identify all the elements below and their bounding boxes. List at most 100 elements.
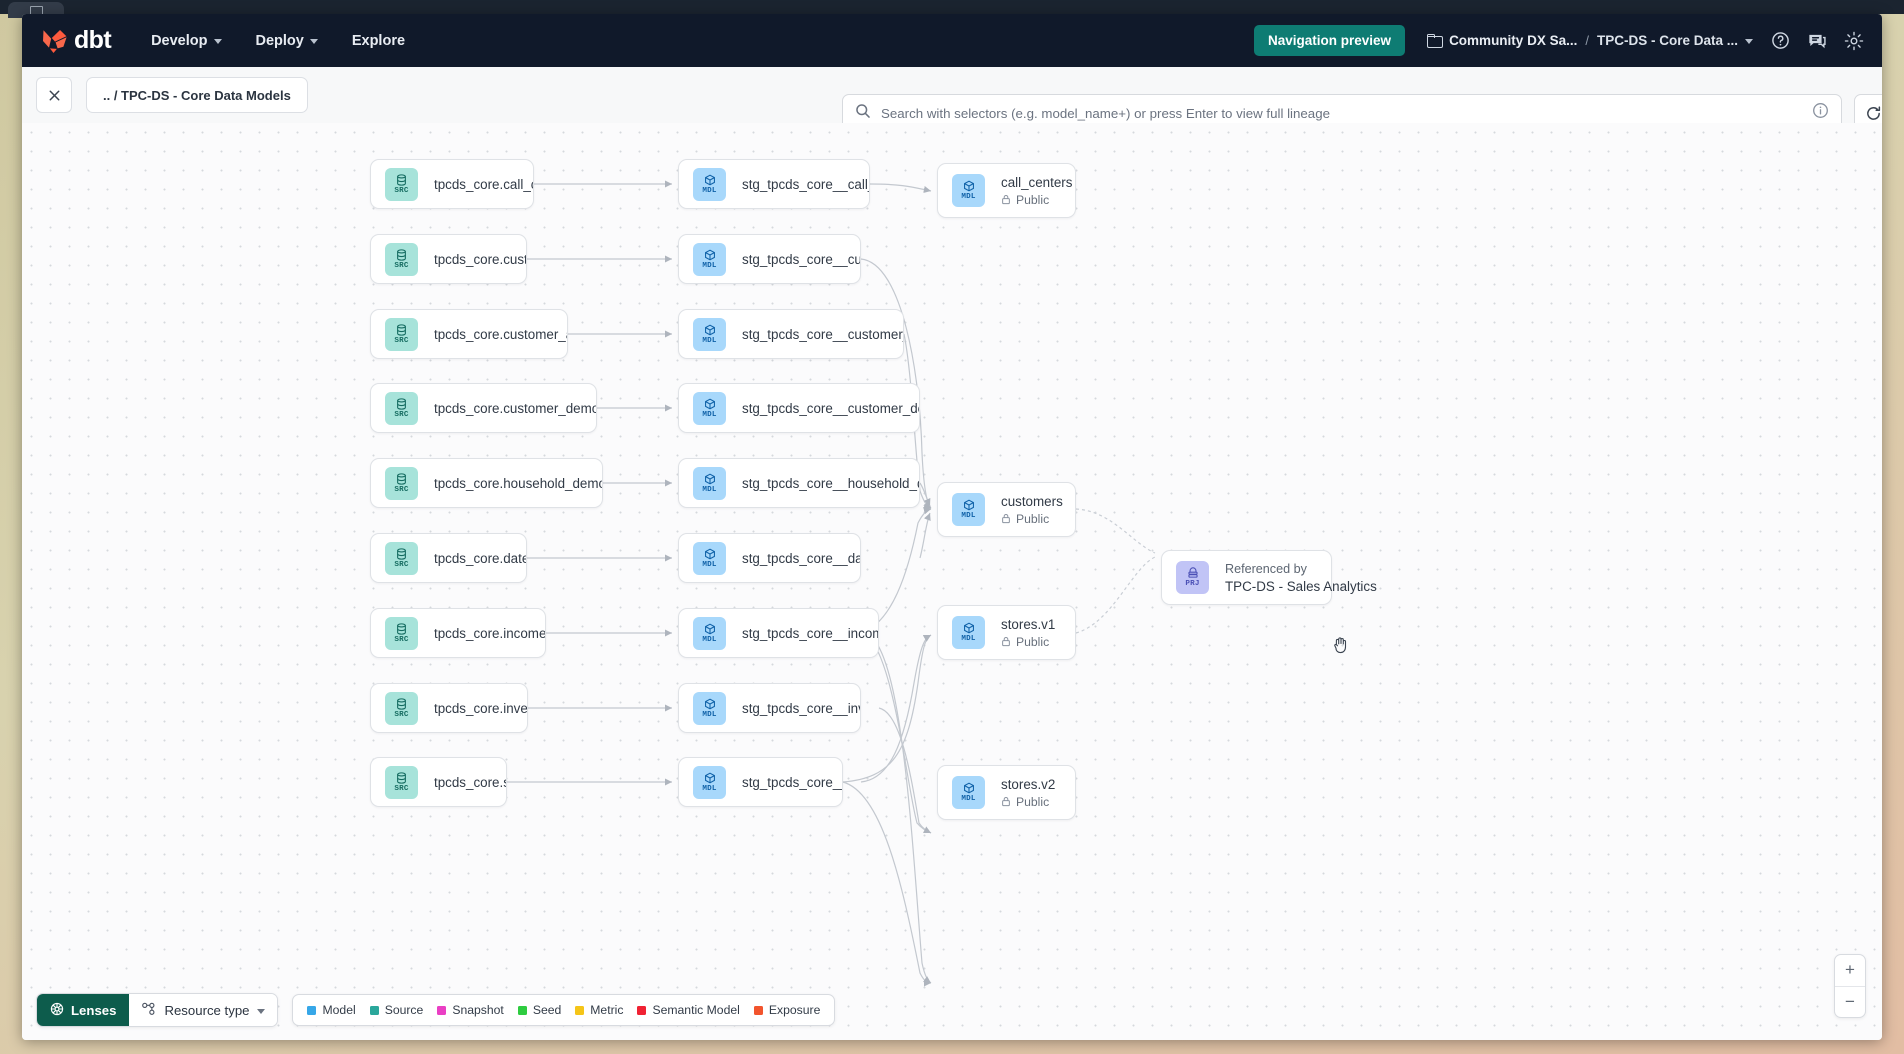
legend-label: Exposure (768, 1003, 821, 1017)
cube-icon (704, 548, 716, 560)
database-icon (396, 173, 407, 186)
node-label: stores.v1 (1001, 616, 1056, 632)
badge-text: SRC (394, 410, 409, 419)
zoom-controls: + − (1834, 954, 1866, 1018)
database-icon (396, 472, 407, 485)
lineage-node-project-reference[interactable]: PRJ Referenced by TPC-DS - Sales Analyti… (1161, 550, 1377, 605)
lineage-node-public-model[interactable]: MDL stores.v1 Public (937, 605, 1076, 660)
lineage-node-public-model[interactable]: MDL stores.v2 Public (937, 765, 1076, 820)
lineage-node-source[interactable]: SRC tpcds_core.store (370, 757, 507, 807)
lineage-canvas[interactable]: SRC tpcds_core.call_center SRC tpcds_cor… (22, 123, 1882, 1040)
badge-text: MDL (702, 635, 717, 644)
resource-type-dropdown[interactable]: Resource type (129, 994, 278, 1026)
dbt-logo[interactable]: dbt (40, 26, 112, 55)
node-label: tpcds_core.household_demographics (434, 475, 602, 491)
badge-text: SRC (394, 485, 409, 494)
node-access: Public (1001, 193, 1072, 207)
zoom-out-button[interactable]: − (1845, 991, 1855, 1011)
lineage-node-model[interactable]: MDL stg_tpcds_core__income_band (678, 608, 879, 658)
nav-deploy[interactable]: Deploy (256, 33, 318, 49)
node-access-label: Public (1016, 794, 1050, 809)
nav-explore[interactable]: Explore (352, 33, 405, 49)
zoom-in-button[interactable]: + (1835, 955, 1865, 987)
badge-text: MDL (702, 186, 717, 195)
model-badge: MDL (693, 391, 726, 425)
lenses-label: Lenses (71, 1002, 117, 1018)
search-placeholder-text: Search with selectors (e.g. model_name+)… (881, 105, 1330, 121)
grab-hand-cursor (1332, 635, 1350, 660)
lineage-node-source[interactable]: SRC tpcds_core.call_center (370, 159, 534, 209)
legend-swatch (575, 1005, 585, 1015)
node-label: tpcds_core.store (434, 774, 506, 790)
node-text-stack: Referenced by TPC-DS - Sales Analytics (1225, 562, 1377, 594)
info-circle-icon[interactable] (1812, 102, 1829, 124)
lineage-node-model[interactable]: MDL stg_tpcds_core__date_dim (678, 533, 861, 583)
nav-develop-label: Develop (151, 32, 208, 49)
node-label: tpcds_core.inventory (434, 700, 527, 716)
source-badge: SRC (385, 616, 418, 650)
legend-item-snapshot: Snapshot (437, 1003, 504, 1017)
nav-develop[interactable]: Develop (151, 32, 222, 49)
cube-icon (704, 698, 716, 710)
lineage-node-source[interactable]: SRC tpcds_core.inventory (370, 683, 528, 733)
canvas-bottom-bar: Lenses Resource type (22, 980, 1882, 1040)
source-badge: SRC (385, 691, 418, 725)
chevron-down-icon (213, 39, 222, 44)
database-icon (396, 622, 407, 635)
lineage-node-model[interactable]: MDL stg_tpcds_core__store (678, 757, 843, 807)
legend-swatch (517, 1005, 527, 1015)
lenses-button[interactable]: Lenses (37, 994, 130, 1026)
model-badge: MDL (693, 616, 726, 650)
lineage-node-model[interactable]: MDL stg_tpcds_core__customer (678, 234, 861, 284)
lineage-node-source[interactable]: SRC tpcds_core.household_demographics (370, 458, 603, 508)
breadcrumb-project[interactable]: TPC-DS - Core Data ... (1597, 33, 1753, 48)
gear-icon[interactable] (1844, 31, 1864, 51)
source-badge: SRC (385, 317, 418, 351)
source-badge: SRC (385, 167, 418, 201)
lineage-node-model[interactable]: MDL stg_tpcds_core__call_center (678, 159, 870, 209)
lineage-node-source[interactable]: SRC tpcds_core.customer (370, 234, 527, 284)
lineage-node-model[interactable]: MDL stg_tpcds_core__customer_address (678, 309, 904, 359)
legend-swatch (437, 1005, 447, 1015)
lineage-edges (507, 180, 1156, 987)
app-window: dbt Develop Deploy Explore Navigation pr… (22, 14, 1882, 1040)
model-badge: MDL (693, 541, 726, 575)
lineage-node-public-model[interactable]: MDL customers Public (937, 482, 1076, 537)
project-ref-name: TPC-DS - Sales Analytics (1225, 578, 1377, 594)
lineage-breadcrumb-pill[interactable]: .. / TPC-DS - Core Data Models (86, 77, 308, 113)
lineage-node-model[interactable]: MDL stg_tpcds_core__customer_demogra… (678, 383, 920, 433)
lineage-node-source[interactable]: SRC tpcds_core.income_band (370, 608, 546, 658)
lineage-node-source[interactable]: SRC tpcds_core.date_dim (370, 533, 527, 583)
cube-icon (963, 499, 975, 511)
resource-type-legend: Model Source Snapshot Seed (292, 994, 836, 1026)
node-label: call_centers (1001, 174, 1073, 190)
badge-text: SRC (394, 336, 409, 345)
chevron-down-icon (257, 1008, 266, 1014)
cube-icon (704, 623, 716, 635)
feedback-icon[interactable] (1807, 32, 1827, 50)
close-lineage-button[interactable] (36, 77, 72, 113)
navigation-preview-button[interactable]: Navigation preview (1254, 25, 1406, 56)
legend-item-metric: Metric (575, 1003, 623, 1017)
model-badge: MDL (952, 493, 985, 526)
app-header: dbt Develop Deploy Explore Navigation pr… (22, 14, 1882, 67)
node-text-stack: stores.v2 Public (1001, 777, 1055, 809)
help-circle-icon[interactable] (1771, 31, 1790, 50)
model-badge: MDL (693, 765, 726, 799)
lineage-node-source[interactable]: SRC tpcds_core.customer_address (370, 309, 568, 359)
breadcrumb-account[interactable]: Community DX Sa... (1427, 33, 1577, 48)
breadcrumb-project-label: TPC-DS - Core Data ... (1596, 33, 1738, 48)
node-label: stg_tpcds_core__call_center (742, 176, 869, 192)
cube-icon (704, 772, 716, 784)
badge-text: SRC (394, 186, 409, 195)
lineage-node-model[interactable]: MDL stg_tpcds_core__inventory (678, 683, 861, 733)
node-label: stg_tpcds_core__store (742, 774, 842, 790)
lineage-node-model[interactable]: MDL stg_tpcds_core__household_demogr… (678, 458, 920, 508)
database-icon (396, 397, 407, 410)
lineage-node-public-model[interactable]: MDL call_centers Public (937, 163, 1076, 218)
node-label: stg_tpcds_core__income_band (742, 625, 878, 641)
model-badge: MDL (693, 691, 726, 725)
lineage-node-source[interactable]: SRC tpcds_core.customer_demographics (370, 383, 597, 433)
badge-text: MDL (702, 261, 717, 270)
node-label: tpcds_core.customer_address (434, 326, 567, 342)
